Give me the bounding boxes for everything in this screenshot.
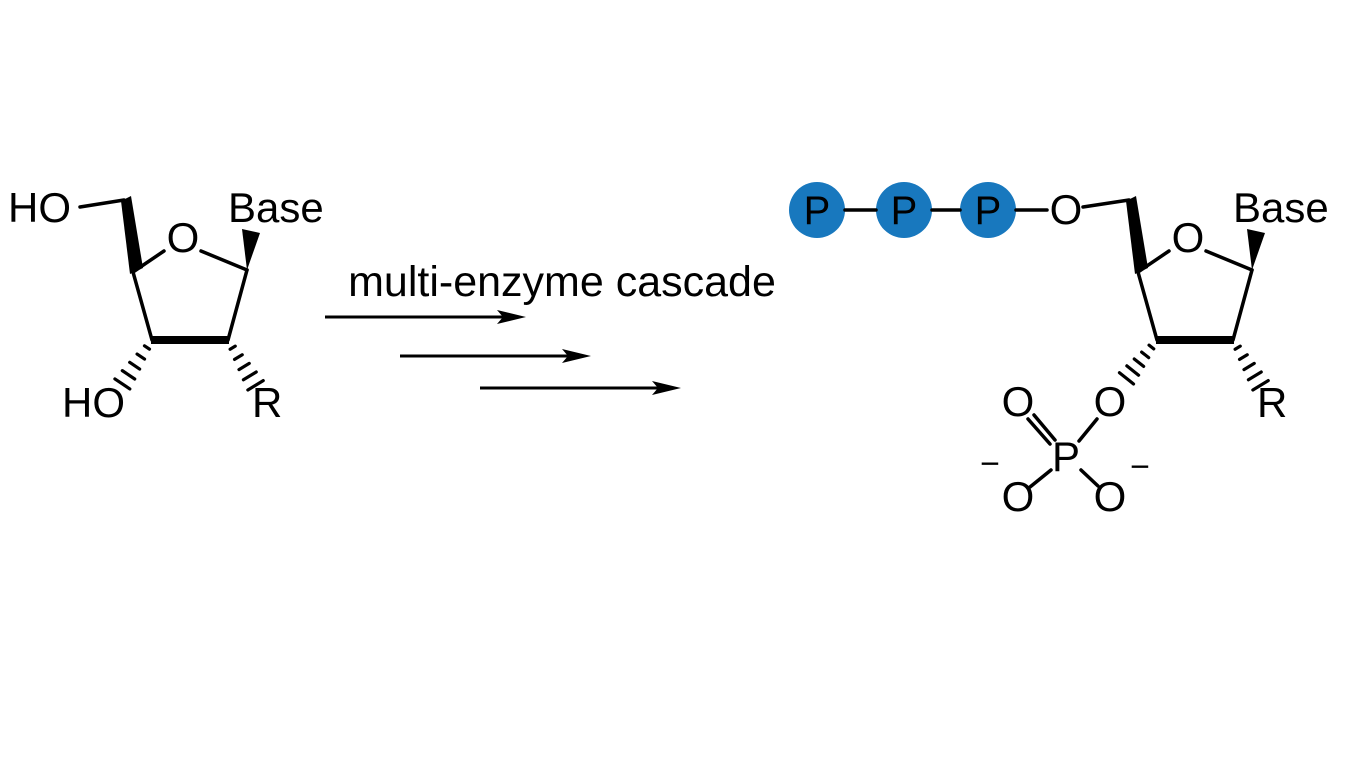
p-oxo-double-bond-2	[1026, 417, 1052, 446]
c5-wedge-bond	[121, 196, 143, 274]
phosphate-circle-2	[876, 182, 932, 238]
base-wedge-bond	[242, 229, 260, 270]
oxo-oxygen-label: O	[1002, 378, 1035, 425]
o-minus-left-label: O	[1002, 473, 1035, 520]
o3prime-label: O	[1094, 378, 1127, 425]
hash-wedge-3oh	[113, 344, 152, 391]
o-c5-bond	[1081, 198, 1131, 209]
hash-wedge-r-right	[1233, 344, 1270, 392]
hash-wedge-3o-right	[1117, 343, 1156, 386]
p2-label: P	[891, 189, 918, 233]
triphosphate-chain: P P P O	[789, 182, 1082, 238]
p-o-right-bond	[1079, 468, 1100, 488]
p-o-left-bond	[1028, 468, 1053, 489]
left-nucleoside: HO O Base HO R	[8, 184, 324, 426]
o3-p-bond	[1077, 417, 1099, 443]
ring-bond-o-c1-right	[1204, 249, 1254, 272]
base-label: Base	[228, 184, 324, 231]
ring-bond-c3-c4	[131, 270, 154, 342]
o-minus-right-label: O	[1094, 473, 1127, 520]
p-oxo-double-bond-1	[1032, 413, 1057, 442]
ho-5prime-label: HO	[8, 184, 71, 231]
phosphate-circle-3	[960, 182, 1016, 238]
arrow-head-1	[497, 310, 526, 324]
hash-wedge-r	[228, 344, 265, 392]
ring-bond-c3-c4-right	[1136, 270, 1159, 342]
ring-oxygen-label-right: O	[1172, 214, 1205, 261]
ring-bond-o-c1	[199, 249, 249, 272]
ring-bond-c4-o	[131, 249, 166, 274]
c5-wedge-bond-right	[1126, 196, 1148, 274]
ring-bond-c1-c2	[226, 268, 249, 342]
phosphorus-label: P	[1052, 433, 1080, 480]
p3-label: P	[975, 189, 1002, 233]
arrow-head-2	[562, 349, 591, 363]
ho-3prime-label: HO	[62, 379, 125, 426]
r-group-label-right: R	[1257, 379, 1287, 426]
base-label-right: Base	[1233, 184, 1329, 231]
right-nucleotide: P P P O O Base R	[789, 182, 1329, 520]
phosphate-circle-1	[789, 182, 845, 238]
phosphate-group: O P O O − O −	[980, 378, 1150, 520]
ring-bond-c4-o-right	[1136, 249, 1171, 274]
ho-c5-bond	[78, 198, 126, 209]
arrow-label: multi-enzyme cascade	[348, 258, 776, 306]
p1-label: P	[804, 189, 831, 233]
base-wedge-bond-right	[1247, 229, 1265, 270]
r-group-label: R	[252, 379, 282, 426]
bridge-oxygen-label: O	[1050, 186, 1083, 233]
reaction-arrows: multi-enzyme cascade	[325, 258, 776, 395]
minus-charge-left: −	[980, 445, 1000, 483]
minus-charge-right: −	[1130, 448, 1150, 486]
arrow-head-3	[652, 381, 681, 395]
ring-bond-c1-c2-right	[1231, 268, 1254, 342]
ring-oxygen-label: O	[167, 214, 200, 261]
